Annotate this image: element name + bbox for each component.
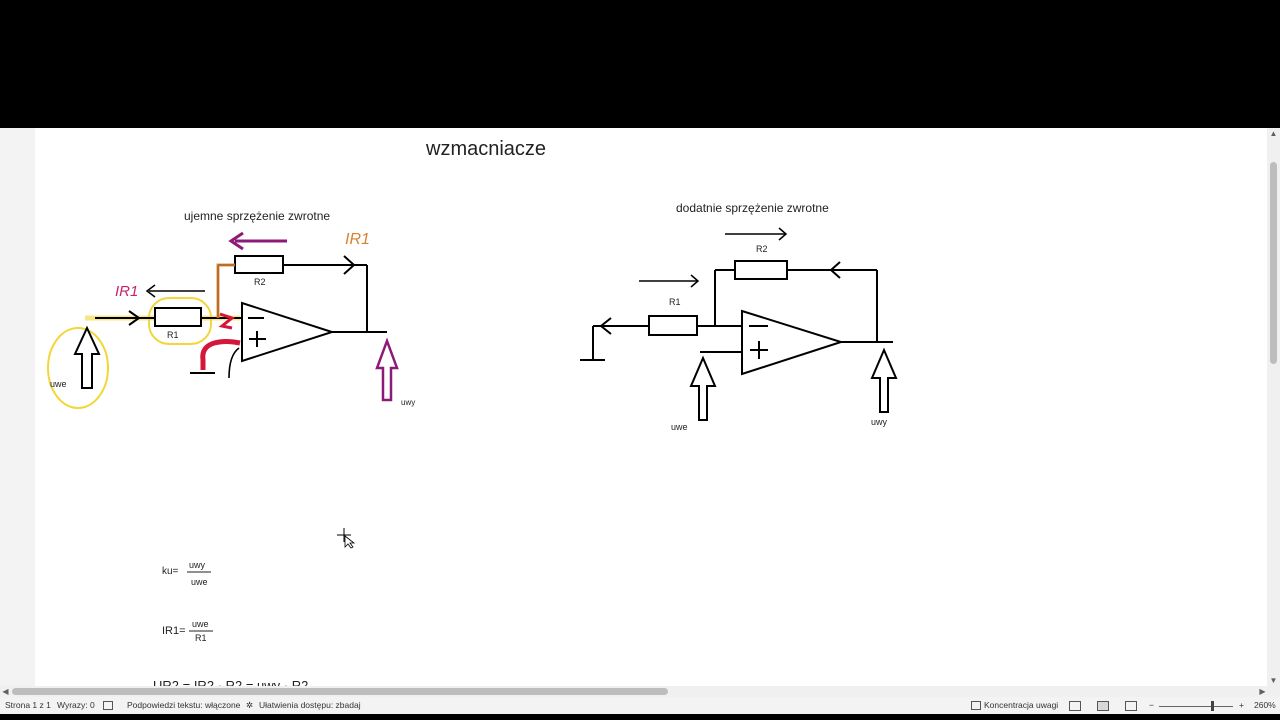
input-highlight (47, 327, 109, 409)
left-circuit-heading: ujemne sprzężenie zwrotne (184, 209, 330, 223)
proofing-icon[interactable] (103, 700, 116, 711)
page-title: wzmacniacze (426, 138, 547, 160)
annotation-ir1-right: IR1 (345, 231, 370, 248)
left-circuit: ujemne sprzężenie zwrotne R1 R2 (47, 209, 415, 409)
word-count[interactable]: Wyrazy: 0 (57, 700, 95, 710)
r1-label: R1 (167, 330, 179, 340)
ku-formula-numerator: uwy (189, 560, 206, 570)
ir1-formula-left: IR1= (162, 625, 186, 637)
right-feedback-arrow-mark (829, 261, 841, 279)
focus-mode-button[interactable]: Koncentracja uwagi (984, 700, 1059, 710)
ku-formula-denominator: uwe (191, 577, 208, 587)
web-layout-icon[interactable] (1125, 701, 1137, 711)
zoom-out-button[interactable]: − (1149, 700, 1154, 710)
zoom-level[interactable]: 260% (1254, 700, 1276, 710)
status-bar: Strona 1 z 1 Wyrazy: 0 Podpowiedzi tekst… (0, 697, 1280, 714)
input-voltage-arrow (73, 325, 101, 389)
right-output-voltage-arrow (870, 347, 898, 413)
vertical-scroll-thumb[interactable] (1270, 162, 1277, 364)
page-count[interactable]: Strona 1 z 1 (5, 700, 51, 710)
right-circuit-heading: dodatnie sprzężenie zwrotne (676, 201, 829, 215)
right-resistor-r2 (734, 260, 788, 280)
ku-formula-left: ku= (162, 566, 179, 577)
red-scribble (218, 312, 236, 330)
right-circuit: dodatnie sprzężenie zwrotne R1 R2 (580, 201, 898, 432)
feedback-orange-trace (216, 263, 235, 318)
print-layout-icon[interactable] (1097, 701, 1109, 711)
move-cursor-icon (337, 528, 356, 549)
zoom-in-button[interactable]: + (1239, 700, 1244, 710)
r1-highlight (148, 297, 212, 345)
right-opamp (741, 309, 845, 376)
scroll-down-icon[interactable]: ▼ (1269, 676, 1278, 685)
top-black-bar (0, 0, 1280, 128)
horizontal-scrollbar[interactable]: ◀ ▶ (0, 686, 1280, 697)
zoom-slider[interactable] (1159, 706, 1233, 707)
r2-label: R2 (254, 277, 266, 287)
output-voltage-label: uwy (401, 398, 415, 407)
left-opamp (241, 301, 336, 363)
bottom-black-bar (0, 714, 1280, 720)
right-output-voltage-label: uwy (871, 417, 888, 427)
input-voltage-label: uwe (50, 379, 67, 389)
ir1-formula-denominator: R1 (195, 633, 207, 643)
current-arrow-i1-head (145, 284, 156, 298)
read-mode-icon[interactable] (1069, 701, 1081, 711)
current-arrow-i2-head (228, 231, 244, 251)
partial-formula: UR2 = IR2 · R2 = uwy · R2 (153, 678, 308, 686)
right-r1-label: R1 (669, 297, 681, 307)
zoom-slider-knob[interactable] (1211, 701, 1214, 711)
right-input-voltage-label: uwe (671, 422, 688, 432)
accessibility-icon[interactable]: ✲ (246, 700, 254, 710)
right-top-arrow-head (778, 227, 788, 241)
right-input-arrow-head (690, 274, 700, 288)
document-page[interactable]: wzmacniacze ujemne sprzężenie zwrotne R1 (35, 128, 1267, 686)
formulas: ku= uwy uwe IR1= uwe R1 UR2 = IR2 · R2 =… (153, 560, 308, 686)
ground-red-trace (200, 339, 241, 370)
right-resistor-r1 (648, 315, 698, 336)
document-workspace: wzmacniacze ujemne sprzężenie zwrotne R1 (0, 128, 1280, 686)
scroll-right-icon[interactable]: ▶ (1259, 687, 1266, 696)
right-input-arrow-mark (599, 317, 612, 335)
output-voltage-arrow (375, 337, 399, 402)
right-input-voltage-arrow (689, 355, 717, 421)
focus-icon[interactable] (971, 700, 984, 711)
resistor-r2 (234, 255, 284, 274)
circuit-diagrams: ujemne sprzężenie zwrotne R1 R2 (47, 201, 898, 686)
annotation-ir1-left: IR1 (115, 283, 138, 300)
ir1-formula-numerator: uwe (192, 619, 209, 629)
black-scribble (228, 347, 240, 379)
text-predictions-status[interactable]: Podpowiedzi tekstu: włączone (127, 700, 241, 710)
feedback-arrow-mark (343, 255, 356, 275)
scroll-up-icon[interactable]: ▲ (1269, 129, 1278, 138)
horizontal-scroll-thumb[interactable] (12, 688, 668, 695)
accessibility-status[interactable]: Ułatwienia dostępu: zbadaj (259, 700, 361, 710)
scroll-left-icon[interactable]: ◀ (2, 687, 9, 696)
vertical-scrollbar[interactable]: ▲ ▼ (1267, 128, 1280, 686)
resistor-r1 (154, 307, 202, 327)
right-r2-label: R2 (756, 244, 768, 254)
